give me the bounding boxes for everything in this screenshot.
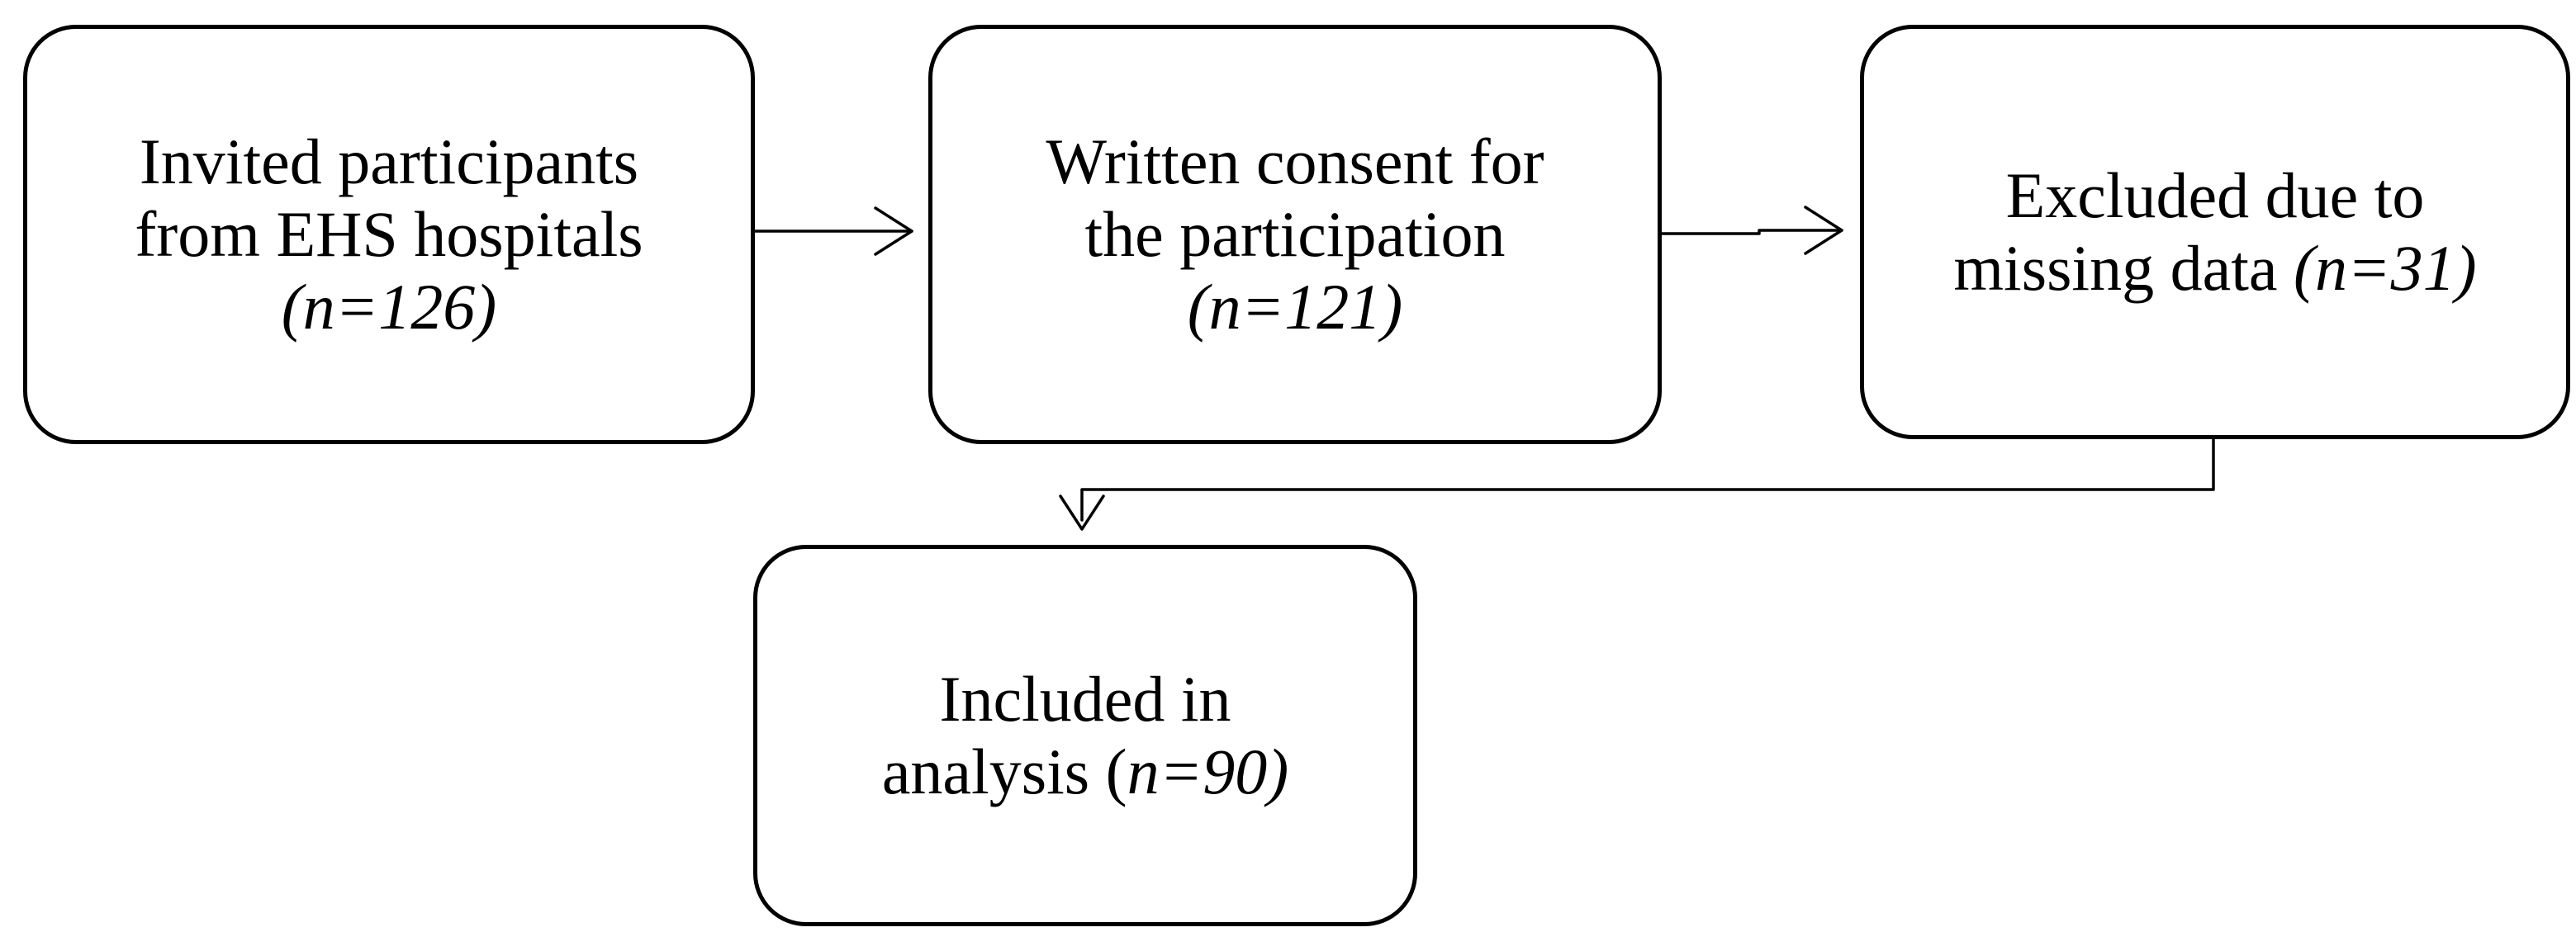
included-in-analysis-box: Included in analysis (n=90)	[753, 545, 1417, 926]
consent-count: (n=121)	[1187, 271, 1403, 343]
excluded-line-2: missing data	[1953, 232, 2294, 304]
excluded-line-2-wrapper: missing data (n=31)	[1953, 232, 2476, 305]
arrow-excluded-to-included	[1059, 438, 2215, 531]
written-consent-box: Written consent for the participation (n…	[928, 25, 1662, 444]
excluded-box: Excluded due to missing data (n=31)	[1860, 25, 2570, 439]
consent-line-1: Written consent for	[1046, 125, 1544, 197]
excluded-count: (n=31)	[2294, 232, 2477, 304]
included-line-1: Included in	[939, 662, 1231, 735]
invited-line-2: from EHS hospitals	[135, 197, 643, 270]
arrow-invited-to-consent	[753, 206, 913, 256]
consent-line-2: the participation	[1084, 197, 1506, 270]
arrow-consent-to-excluded	[1660, 206, 1843, 255]
excluded-line-1: Excluded due to	[2005, 158, 2425, 231]
invited-participants-box: Invited participants from EHS hospitals …	[23, 25, 755, 444]
invited-line-1: Invited participants	[139, 125, 639, 197]
included-count: n=90)	[1127, 736, 1289, 807]
included-line-2: analysis (	[881, 736, 1127, 807]
included-line-2-wrapper: analysis (n=90)	[882, 736, 1288, 808]
invited-count: (n=126)	[281, 271, 497, 343]
